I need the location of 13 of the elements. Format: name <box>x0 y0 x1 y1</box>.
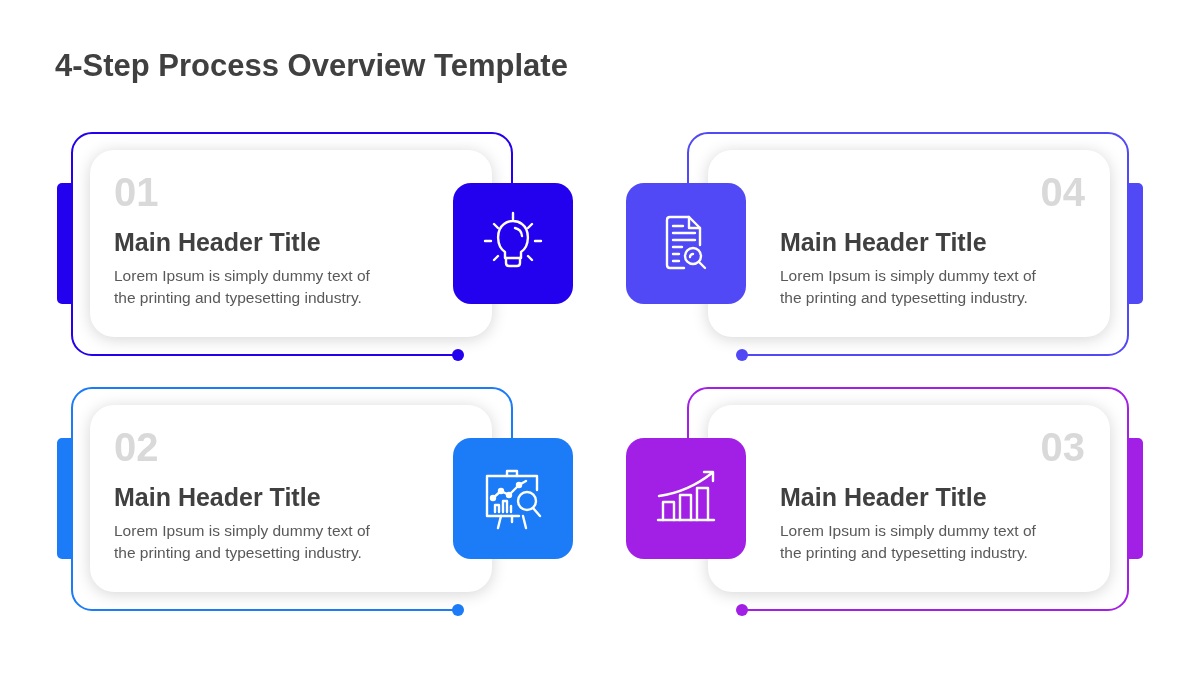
card-heading: Main Header Title <box>780 227 987 257</box>
card-description: Lorem Ipsum is simply dummy text of the printing and typesetting industry. <box>114 521 371 563</box>
card-description: Lorem Ipsum is simply dummy text of the printing and typesetting industry. <box>780 266 1037 308</box>
content-card <box>708 405 1110 592</box>
card-description: Lorem Ipsum is simply dummy text of the printing and typesetting industry. <box>780 521 1037 563</box>
content-card <box>90 405 492 592</box>
slide-title: 4-Step Process Overview Template <box>55 47 568 85</box>
content-card <box>708 150 1110 337</box>
card-heading: Main Header Title <box>114 482 321 512</box>
content-card <box>90 150 492 337</box>
card-heading: Main Header Title <box>780 482 987 512</box>
card-heading: Main Header Title <box>114 227 321 257</box>
card-description: Lorem Ipsum is simply dummy text of the printing and typesetting industry. <box>114 266 371 308</box>
